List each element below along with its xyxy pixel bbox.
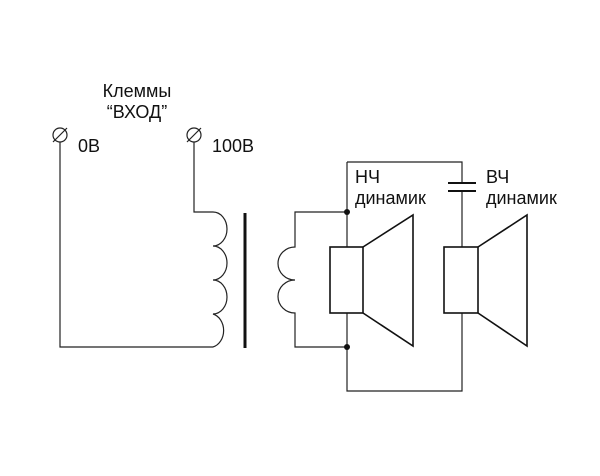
junction-dot: [344, 209, 350, 215]
wire-100v: [193, 142, 213, 213]
high-frequency-speaker: [443, 213, 528, 348]
hf-speaker-label-2: динамик: [486, 188, 557, 208]
wire-0v: [59, 142, 213, 348]
terminals-title: Клеммы: [103, 81, 172, 101]
secondary-winding: [277, 211, 347, 348]
terminal-0v: [52, 127, 68, 143]
terminal-0v-label: 0В: [78, 136, 100, 156]
hf-speaker-label: ВЧ: [486, 167, 509, 187]
capacitor: [448, 182, 476, 192]
lf-speaker-label: НЧ: [355, 167, 380, 187]
low-frequency-speaker: [329, 213, 414, 348]
lf-speaker-label-2: динамик: [355, 188, 426, 208]
terminal-100v-label: 100В: [212, 136, 254, 156]
terminals-subtitle: “ВХОД”: [107, 102, 167, 122]
primary-winding: [212, 211, 228, 348]
terminal-100v: [186, 127, 202, 143]
junction-dot: [344, 344, 350, 350]
